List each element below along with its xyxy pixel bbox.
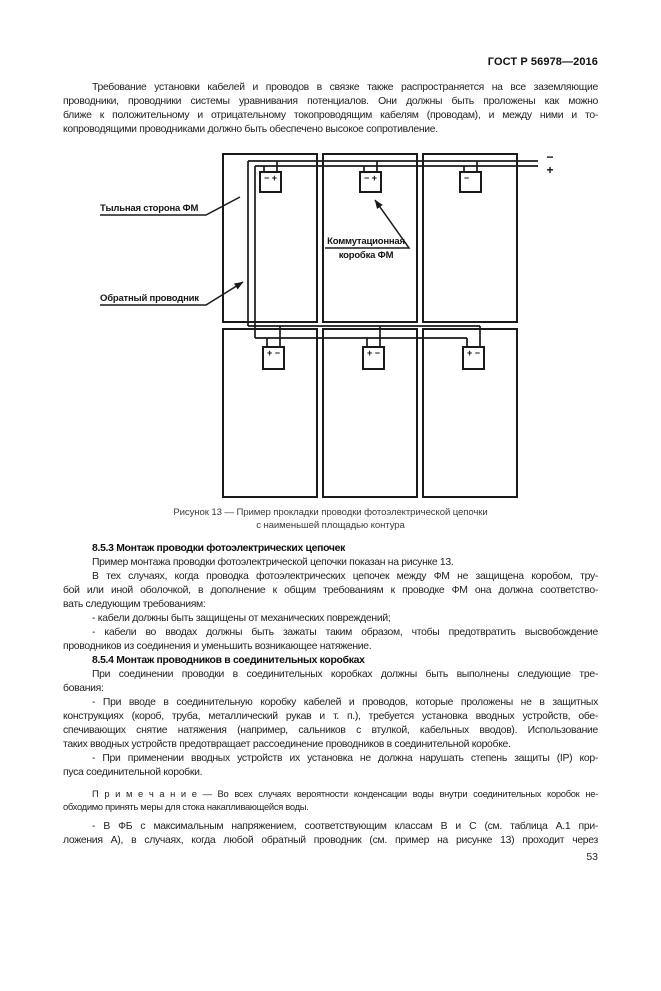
figure-caption-line1: Рисунок 13 — Пример прокладки проводки ф… bbox=[173, 507, 488, 518]
text-line: 8.5.3 Монтаж проводки фотоэлектрических … bbox=[92, 543, 345, 554]
text-line: При соединении проводки в соединительных… bbox=[92, 669, 598, 680]
junction-box-label-line2: коробка ФМ bbox=[339, 250, 394, 261]
pv-panels bbox=[222, 153, 518, 498]
figure-caption-line2: с наименьшей площадью контура bbox=[256, 520, 405, 531]
box-terminal-label: − + bbox=[264, 173, 277, 183]
junction-box bbox=[262, 346, 285, 370]
paragraph: Пример монтажа проводки фотоэлектрическо… bbox=[63, 556, 598, 570]
paragraph: - При вводе в соединительную коробку каб… bbox=[63, 696, 598, 752]
text-line: бования: bbox=[63, 683, 104, 694]
text-line: В тех случаях, когда проводка фотоэлектр… bbox=[92, 571, 598, 582]
box-terminal-label: − bbox=[464, 173, 469, 183]
return-conductor-label: Обратный проводник bbox=[100, 293, 199, 304]
paragraph: В тех случаях, когда проводка фотоэлектр… bbox=[63, 570, 598, 612]
text-line: П р и м е ч а н и е — Во всех случаях ве… bbox=[92, 788, 598, 799]
junction-box bbox=[362, 346, 385, 370]
callout-back-side: Тыльная сторона ФМ bbox=[100, 196, 241, 216]
text-line: - кабели должны быть защищены от механич… bbox=[92, 613, 391, 624]
paragraph: - кабели должны быть защищены от механич… bbox=[63, 612, 598, 626]
junction-box bbox=[462, 346, 485, 370]
pv-panel bbox=[222, 328, 318, 498]
figure-13-diagram: − + − + − + − + − + − + − Тыльная сторон… bbox=[0, 152, 661, 502]
text-line: проводники, проводники системы уравниван… bbox=[63, 96, 598, 107]
pv-panel bbox=[322, 328, 418, 498]
section-heading: 8.5.3 Монтаж проводки фотоэлектрических … bbox=[63, 542, 598, 556]
paragraph: - В ФБ с максимальным напряжением, соотв… bbox=[63, 820, 598, 848]
callout-junction-box: Коммутационная коробка ФМ bbox=[325, 199, 411, 261]
text-line: - В ФБ с максимальным напряжением, соотв… bbox=[92, 821, 598, 833]
text-line: ближе к положительному и отрицательному … bbox=[63, 110, 598, 121]
box-terminal-label: + − bbox=[267, 348, 280, 358]
figure-caption: Рисунок 13 — Пример прокладки проводки ф… bbox=[0, 506, 661, 532]
junction-box bbox=[359, 171, 382, 193]
text-line: обходимо принять меры для стока накаплив… bbox=[63, 800, 309, 812]
text-line: 8.5.4 Монтаж проводников в соединительны… bbox=[92, 655, 365, 666]
pv-panel bbox=[422, 153, 518, 323]
text-line: Требование установки кабелей и проводов … bbox=[92, 82, 598, 93]
output-plus-terminal: + bbox=[546, 163, 553, 177]
paragraph: - кабели во вводах должны быть зажаты та… bbox=[63, 626, 598, 654]
text-line: - При применении вводных устройств их ус… bbox=[92, 753, 598, 764]
document-header: ГОСТ Р 56978—2016 bbox=[487, 56, 598, 68]
box-terminal-label: + − bbox=[467, 348, 480, 358]
output-minus-terminal: − bbox=[546, 152, 553, 164]
text-line: бой или иной оболочкой, в дополнение к о… bbox=[63, 585, 598, 596]
callout-leader-line bbox=[100, 196, 241, 216]
wires bbox=[247, 160, 538, 347]
paragraph: - При применении вводных устройств их ус… bbox=[63, 752, 598, 780]
paragraph: При соединении проводки в соединительных… bbox=[63, 668, 598, 696]
text-line: конструкциях (короб, труба, металлически… bbox=[63, 711, 598, 722]
text-line: пуса соединительной коробки. bbox=[63, 767, 203, 778]
text-line: копроводящими проводниками должно быть о… bbox=[63, 124, 438, 135]
callout-return-conductor: Обратный проводник bbox=[100, 281, 244, 306]
sections-container: 8.5.3 Монтаж проводки фотоэлектрических … bbox=[63, 542, 598, 848]
text-line: таких вводных устройств предотвращает ра… bbox=[63, 739, 511, 750]
text-line: Пример монтажа проводки фотоэлектрическо… bbox=[92, 557, 454, 568]
junction-box-label-line1: Коммутационная bbox=[327, 236, 405, 247]
callout-leader-line bbox=[325, 199, 411, 249]
paragraph: Требование установки кабелей и проводов … bbox=[63, 81, 598, 137]
pv-panel bbox=[322, 153, 418, 323]
junction-box bbox=[259, 171, 282, 193]
text-line: проводников из соединения и уменьшить во… bbox=[63, 641, 372, 652]
pv-string-wiring-diagram: − + − + − + − + − + − + − Тыльная сторон… bbox=[100, 152, 554, 498]
note-paragraph: П р и м е ч а н и е — Во всех случаях ве… bbox=[63, 788, 598, 813]
pv-panel bbox=[222, 153, 318, 323]
callout-leader-line bbox=[100, 281, 244, 306]
intro-paragraph-container: Требование установки кабелей и проводов … bbox=[63, 81, 598, 137]
box-terminal-label: − + bbox=[364, 173, 377, 183]
junction-box bbox=[459, 171, 482, 193]
junction-boxes-bottom bbox=[262, 346, 485, 370]
text-line: ложения А), в случаях, когда любой обрат… bbox=[63, 835, 598, 847]
text-line: - кабели во вводах должны быть зажаты та… bbox=[92, 627, 598, 638]
text-line: вать следующим требованиям: bbox=[63, 599, 206, 610]
page-number: 53 bbox=[586, 851, 598, 864]
text-line: спечивающих снятие натяжения (например, … bbox=[63, 725, 598, 736]
junction-boxes-top bbox=[259, 171, 482, 193]
box-terminal-label: + − bbox=[367, 348, 380, 358]
pv-panel bbox=[422, 328, 518, 498]
text-line: - При вводе в соединительную коробку каб… bbox=[92, 697, 598, 708]
back-side-label: Тыльная сторона ФМ bbox=[100, 203, 198, 214]
section-heading: 8.5.4 Монтаж проводников в соединительны… bbox=[63, 654, 598, 668]
